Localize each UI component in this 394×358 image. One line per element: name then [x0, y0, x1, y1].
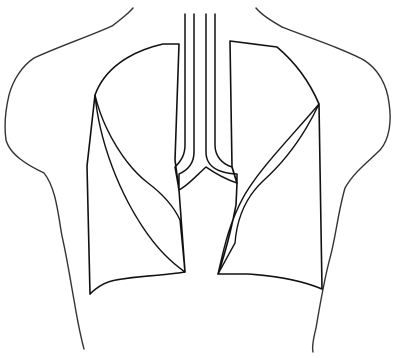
left-lung-lower-lobe-edge — [95, 95, 185, 272]
carina-line — [179, 167, 237, 190]
right-lung-oblique-fissure — [218, 104, 319, 274]
left-lung-outline — [87, 44, 185, 294]
torso-outline — [5, 8, 390, 352]
trachea-right-wall — [215, 14, 237, 183]
left-lung-oblique-fissure — [95, 95, 185, 272]
right-shoulder-and-side-line — [282, 27, 390, 352]
right-neck-line — [256, 8, 282, 27]
right-lung-outline — [218, 41, 322, 289]
left-shoulder-and-side-line — [5, 26, 112, 349]
trachea — [175, 14, 237, 190]
right-lung-lower-lobe-edge — [218, 104, 319, 274]
left-neck-line — [112, 8, 133, 26]
left-lung — [87, 44, 185, 294]
trachea-inner-left-wall — [179, 14, 194, 190]
right-lung — [218, 41, 322, 289]
